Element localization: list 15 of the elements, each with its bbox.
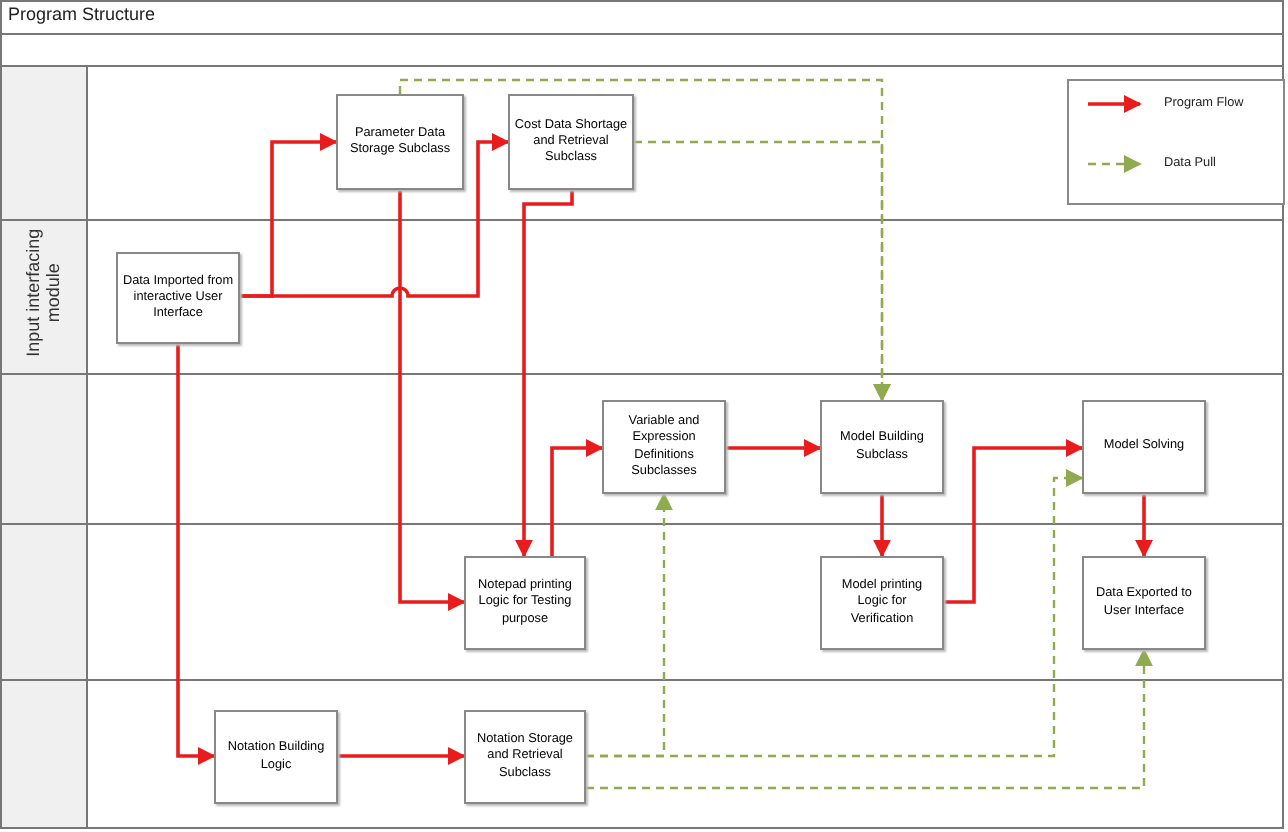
dashed-arrow [634,140,891,402]
diagram-title: Program Structure [8,4,156,24]
arrow [944,439,1084,604]
dashed-arrow [586,648,1153,790]
arrow [240,133,510,298]
arrow [873,494,891,558]
arrow [338,747,466,765]
arrow [1135,494,1153,558]
arrow [176,344,216,765]
dashed-arrow [586,469,1084,758]
arrow [726,439,822,457]
lane-label: Input interfacing module [23,226,65,361]
arrow [550,439,604,556]
arrow [398,190,466,611]
arrow [515,190,574,558]
